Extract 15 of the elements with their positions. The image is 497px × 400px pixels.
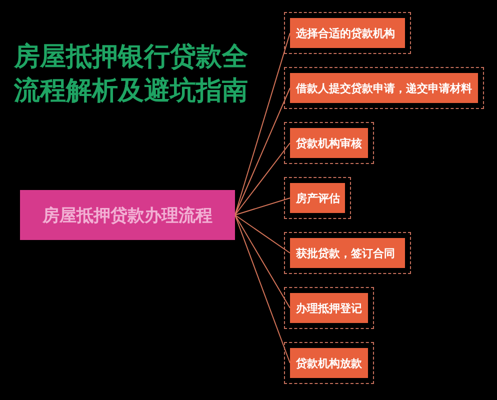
connector-line <box>234 142 290 216</box>
title: 房屋抵押银行贷款全流程解析及避坑指南 <box>14 41 249 108</box>
step-box: 贷款机构放款 <box>290 348 368 378</box>
step-box: 获批贷款，签订合同 <box>290 238 405 268</box>
connector-line <box>234 214 290 254</box>
step-box: 选择合适的贷款机构 <box>290 18 405 48</box>
step-box: 贷款机构审核 <box>290 128 368 158</box>
connector-line <box>234 214 290 364</box>
connector-line <box>234 88 290 216</box>
connector-line <box>234 214 290 308</box>
step-box: 房产评估 <box>290 183 345 213</box>
connector-line <box>234 198 290 216</box>
step-box: 办理抵押登记 <box>290 293 368 323</box>
topic-box: 房屋抵押贷款办理流程 <box>20 190 235 240</box>
step-box: 借款人提交贷款申请，递交申请材料 <box>290 73 478 103</box>
